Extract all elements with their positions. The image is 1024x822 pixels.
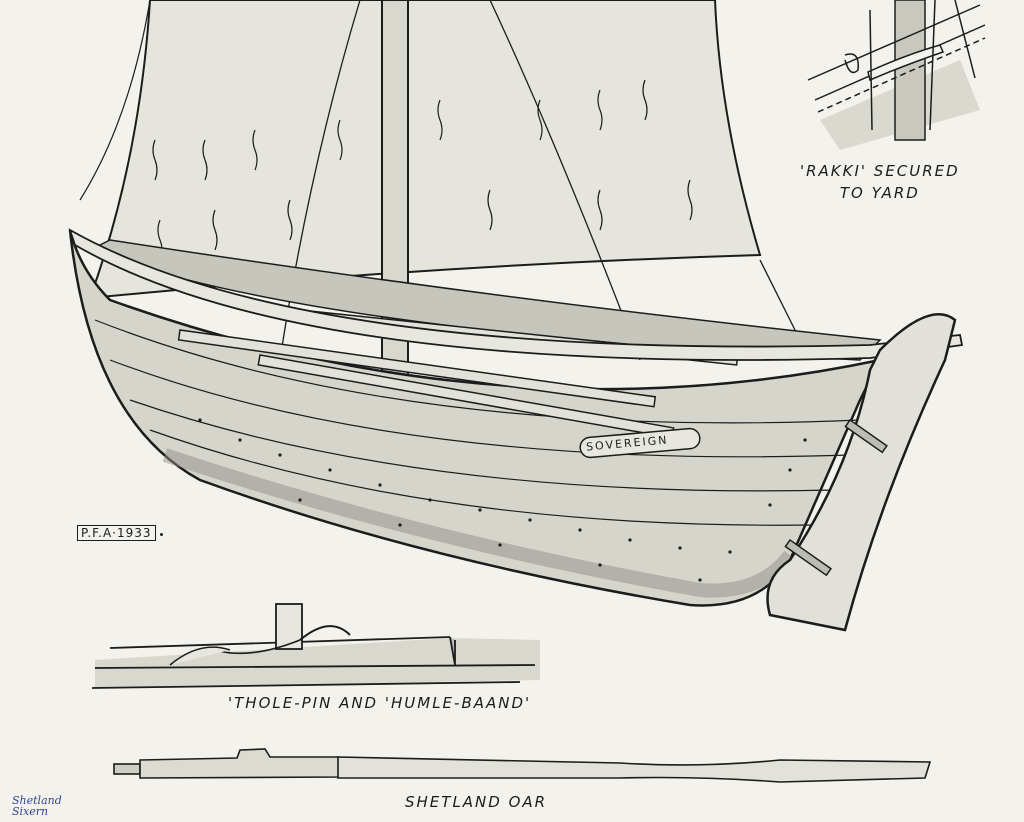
pencil-note: Shetland Sixern	[12, 795, 62, 817]
oar-caption: SHETLAND OAR	[405, 793, 548, 811]
artist-signature: P.F.A·1933	[77, 525, 156, 541]
rakki-caption-line1: 'RAKKI' SECURED	[800, 162, 960, 180]
rakki-caption-line2: TO YARD	[839, 184, 920, 202]
nameplate-frame	[579, 427, 701, 459]
hull-rivets	[198, 418, 807, 582]
stem-post	[766, 313, 957, 632]
thole-pin-caption: 'THOLE-PIN AND 'HUMLE-BAAND'	[228, 694, 532, 712]
thole-pin-drawing	[91, 603, 540, 689]
rakki-detail-drawing	[807, 0, 986, 150]
pencil-note-line1: Shetland	[12, 794, 62, 807]
sail	[79, 0, 762, 300]
rakki-caption: 'RAKKI' SECURED TO YARD	[800, 160, 960, 204]
signature-dot	[160, 533, 163, 536]
oar-drawing	[113, 748, 932, 783]
pencil-note-line2: Sixern	[12, 805, 49, 818]
boat-hull	[68, 228, 964, 607]
